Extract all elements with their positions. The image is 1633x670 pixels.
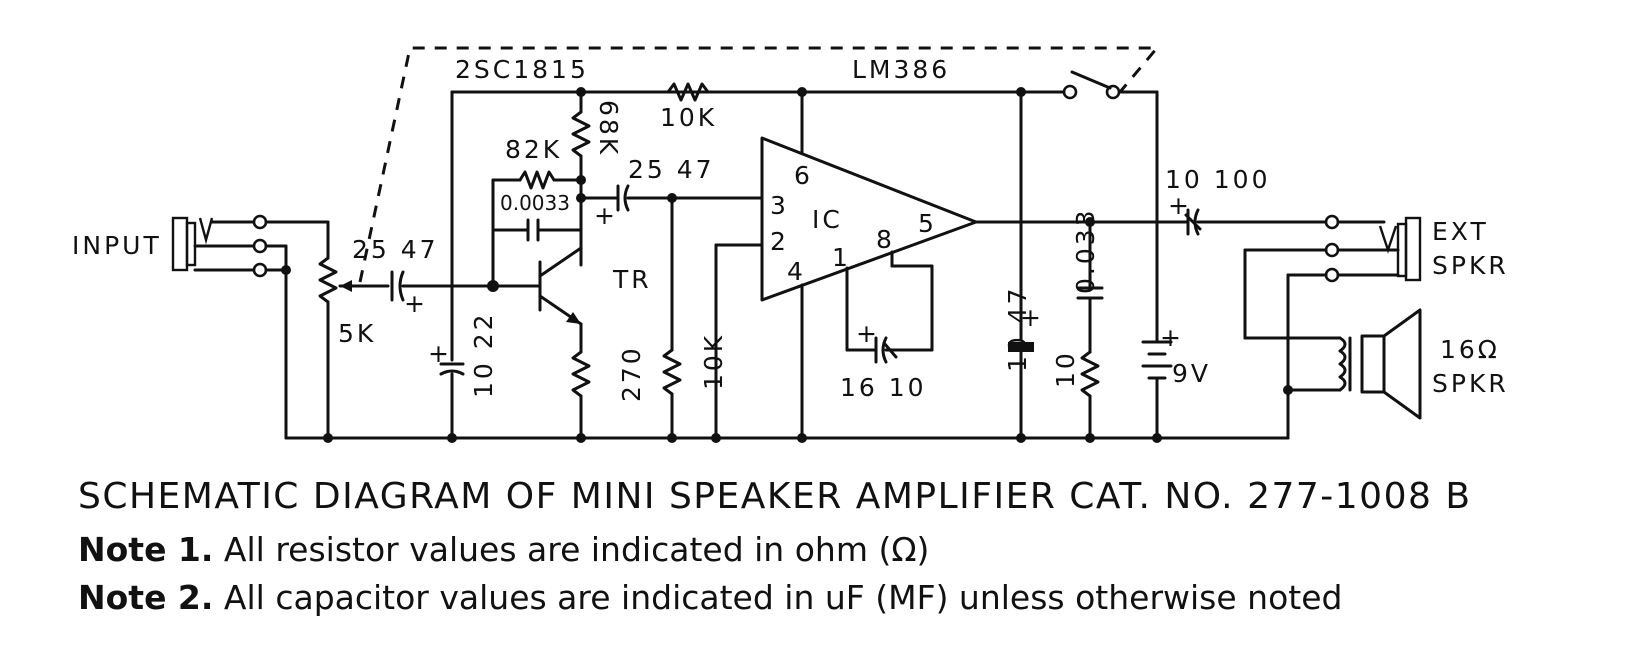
note-2: Note 2. All capacitor values are indicat… bbox=[78, 578, 1342, 617]
transistor-tr bbox=[491, 228, 583, 326]
label-c-0033-out: 0.033 bbox=[1071, 207, 1100, 294]
label-tr: TR bbox=[612, 265, 652, 294]
label-plus-10-22: + bbox=[428, 339, 452, 368]
label-c-0033-bias: 0.0033 bbox=[500, 191, 570, 215]
note-1-body: All resistor values are indicated in ohm… bbox=[213, 530, 930, 569]
capacitor-10-47 bbox=[1008, 87, 1034, 443]
label-pin6: 6 bbox=[794, 161, 813, 190]
resistor-270 bbox=[571, 322, 591, 443]
label-ic-part: LM386 bbox=[852, 55, 950, 84]
output-path bbox=[974, 208, 1328, 236]
ic-lm386 bbox=[711, 87, 978, 443]
ext-speaker-jack bbox=[1243, 214, 1422, 440]
label-r-10k-top: 10K bbox=[660, 103, 717, 132]
input-jack bbox=[171, 214, 330, 440]
label-ic: IC bbox=[812, 205, 843, 234]
potentiometer-5k bbox=[318, 220, 390, 443]
label-r-82k: 82K bbox=[505, 135, 562, 164]
label-ext-spkr: SPKR bbox=[1432, 251, 1509, 280]
label-battery: 9V bbox=[1172, 359, 1211, 388]
label-plus-16-10: + bbox=[856, 319, 880, 348]
label-r-10-out: 10 bbox=[1051, 350, 1080, 388]
label-r-10k-bottom: 10K bbox=[699, 333, 728, 390]
label-c-10-100: 10 100 bbox=[1165, 165, 1270, 194]
note-1: Note 1. All resistor values are indicate… bbox=[78, 530, 929, 569]
diagram-title: SCHEMATIC DIAGRAM OF MINI SPEAKER AMPLIF… bbox=[78, 476, 1472, 517]
label-c-10-47: 10 47 bbox=[1003, 285, 1032, 372]
power-switch bbox=[1062, 70, 1121, 100]
label-input: INPUT bbox=[72, 231, 162, 260]
label-r-68k: 68K bbox=[594, 100, 623, 157]
resistor-10k-top bbox=[666, 82, 710, 102]
label-pin4: 4 bbox=[787, 257, 806, 286]
label-plus-input-cap: + bbox=[404, 289, 428, 318]
label-c-25-47-input: 25 47 bbox=[352, 235, 439, 264]
label-plus-ic-cap: + bbox=[594, 201, 618, 230]
switch-linkage bbox=[358, 46, 1161, 283]
label-pot-5k: 5K bbox=[338, 319, 376, 348]
label-transistor-part: 2SC1815 bbox=[455, 55, 589, 84]
bias-network bbox=[491, 87, 591, 288]
speaker-16ohm bbox=[1243, 308, 1422, 420]
label-c-25-47-ic: 25 47 bbox=[628, 155, 715, 184]
label-ext: EXT bbox=[1432, 217, 1489, 246]
note-2-head: Note 2. bbox=[78, 578, 214, 617]
label-spkr-16: 16Ω bbox=[1440, 335, 1500, 364]
label-c-10-22: 10 22 bbox=[469, 311, 498, 398]
component-labels: 2SC1815 LM386 10K 82K 68K 0.0033 25 47 I… bbox=[72, 55, 1509, 402]
battery-9v bbox=[1141, 340, 1173, 443]
label-plus-battery: + bbox=[1160, 323, 1184, 352]
label-plus-10-100: + bbox=[1168, 191, 1192, 220]
capacitor-10-22 bbox=[439, 90, 465, 443]
label-plus-10-47: + bbox=[1020, 303, 1044, 332]
supply-rail bbox=[450, 90, 1159, 342]
label-c-16-10: 16 10 bbox=[840, 373, 927, 402]
note-1-head: Note 1. bbox=[78, 530, 214, 569]
resistor-10k-input bbox=[662, 196, 682, 443]
label-pin1: 1 bbox=[832, 243, 851, 272]
label-pin8: 8 bbox=[876, 225, 895, 254]
label-pin3: 3 bbox=[770, 191, 789, 220]
label-pin2: 2 bbox=[770, 227, 789, 256]
label-r-270: 270 bbox=[617, 345, 646, 402]
capacitor-ic-coupling bbox=[579, 184, 764, 212]
zobel-network bbox=[1076, 220, 1104, 443]
label-pin5: 5 bbox=[918, 209, 937, 238]
label-spkr: SPKR bbox=[1432, 369, 1509, 398]
note-2-body: All capacitor values are indicated in uF… bbox=[213, 578, 1343, 617]
